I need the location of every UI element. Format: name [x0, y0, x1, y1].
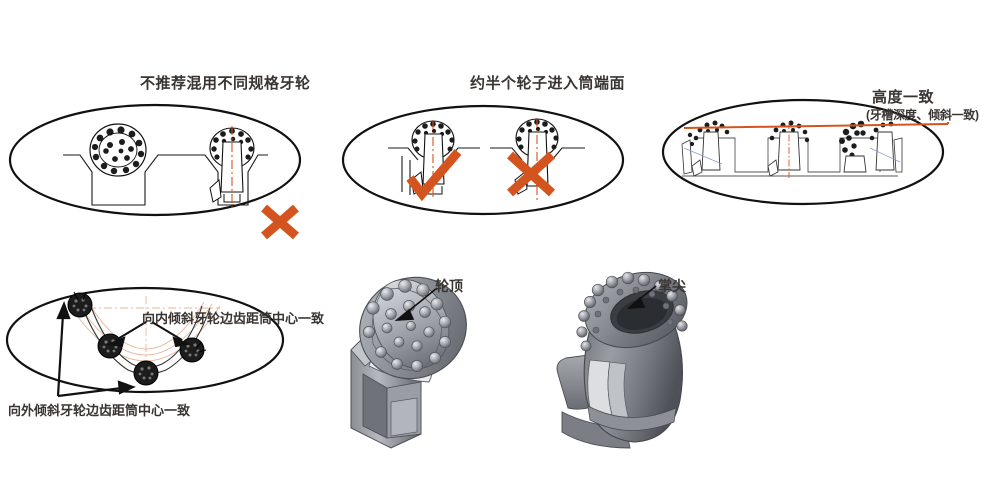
- arrow-outer-up: [56, 300, 71, 397]
- ellipse-frame: [8, 103, 302, 217]
- panel-height-consistent: 高度一致 (牙槽深度、倾斜一致): [660, 60, 1000, 225]
- label-palm-tip: 掌尖: [658, 278, 686, 294]
- cutter-section-large: [89, 123, 147, 177]
- carbide-studs: [363, 279, 452, 372]
- panel-mixed-gauge-caption: 不推荐混用不同规格牙轮: [140, 75, 311, 92]
- panel-model-palm-tip: 掌尖: [550, 262, 760, 462]
- leader-arrow-wheel-top: [394, 287, 438, 321]
- cutter-section-wrong: [490, 118, 585, 202]
- panel-half-wheel-figure: [341, 104, 625, 216]
- cutter-section-right: [839, 120, 903, 173]
- panel-half-wheel: 约半个轮子进入筒端面: [340, 60, 670, 225]
- shell-outline: [682, 137, 898, 177]
- panel-height-figure: [661, 98, 949, 206]
- ellipse-frame: [5, 286, 285, 394]
- roller-cone-ring: [576, 271, 688, 352]
- roller-cone-head: [359, 276, 467, 380]
- shell-profile: [63, 154, 268, 206]
- panel-mixed-gauge: 不推荐混用不同规格牙轮: [0, 60, 340, 240]
- orange-height-datum-line: [683, 123, 949, 129]
- panel-arc-figure: [5, 286, 285, 398]
- leader-arrow-palm-tip: [626, 285, 657, 309]
- cutter-section-center: [767, 120, 810, 178]
- panel-mixed-gauge-figure: [8, 103, 302, 240]
- cross-mark-icon: [261, 204, 299, 240]
- cutter-section-correct: [388, 120, 480, 200]
- cutter-node-3: [133, 360, 159, 386]
- arrow-outer-right: [57, 380, 136, 398]
- panel-height-caption: 高度一致: [872, 89, 935, 106]
- arrow-inner-right: [151, 321, 192, 348]
- cutter-node-1: [67, 291, 93, 318]
- label-wheel-top: 轮顶: [435, 278, 463, 294]
- panel-model-wheel-top: 轮顶: [325, 262, 535, 462]
- panel-half-wheel-caption: 约半个轮子进入筒端面: [470, 75, 626, 92]
- label-inner-tilt: 向内倾斜牙轮边齿距筒中心一致: [142, 311, 325, 326]
- carbide-studs: [576, 271, 688, 352]
- model-wheel-top-figure: [350, 276, 467, 449]
- ellipse-frame: [341, 104, 625, 216]
- ellipse-frame: [661, 98, 945, 206]
- cross-mark-icon: [506, 151, 556, 197]
- label-outer-tilt: 向外倾斜牙轮边齿距筒中心一致: [8, 403, 191, 418]
- panel-arc-spacing: 向内倾斜牙轮边齿距筒中心一致 向外倾斜牙轮边齿距筒中心一致: [0, 278, 340, 438]
- panel-height-subcaption: (牙槽深度、倾斜一致): [866, 108, 979, 122]
- arrow-inner-left: [106, 321, 147, 348]
- model-palm-tip-figure: [556, 271, 688, 449]
- cutter-section-small: [209, 126, 255, 208]
- check-mark-icon: [406, 149, 462, 202]
- cutter-arc-chain: [67, 291, 211, 386]
